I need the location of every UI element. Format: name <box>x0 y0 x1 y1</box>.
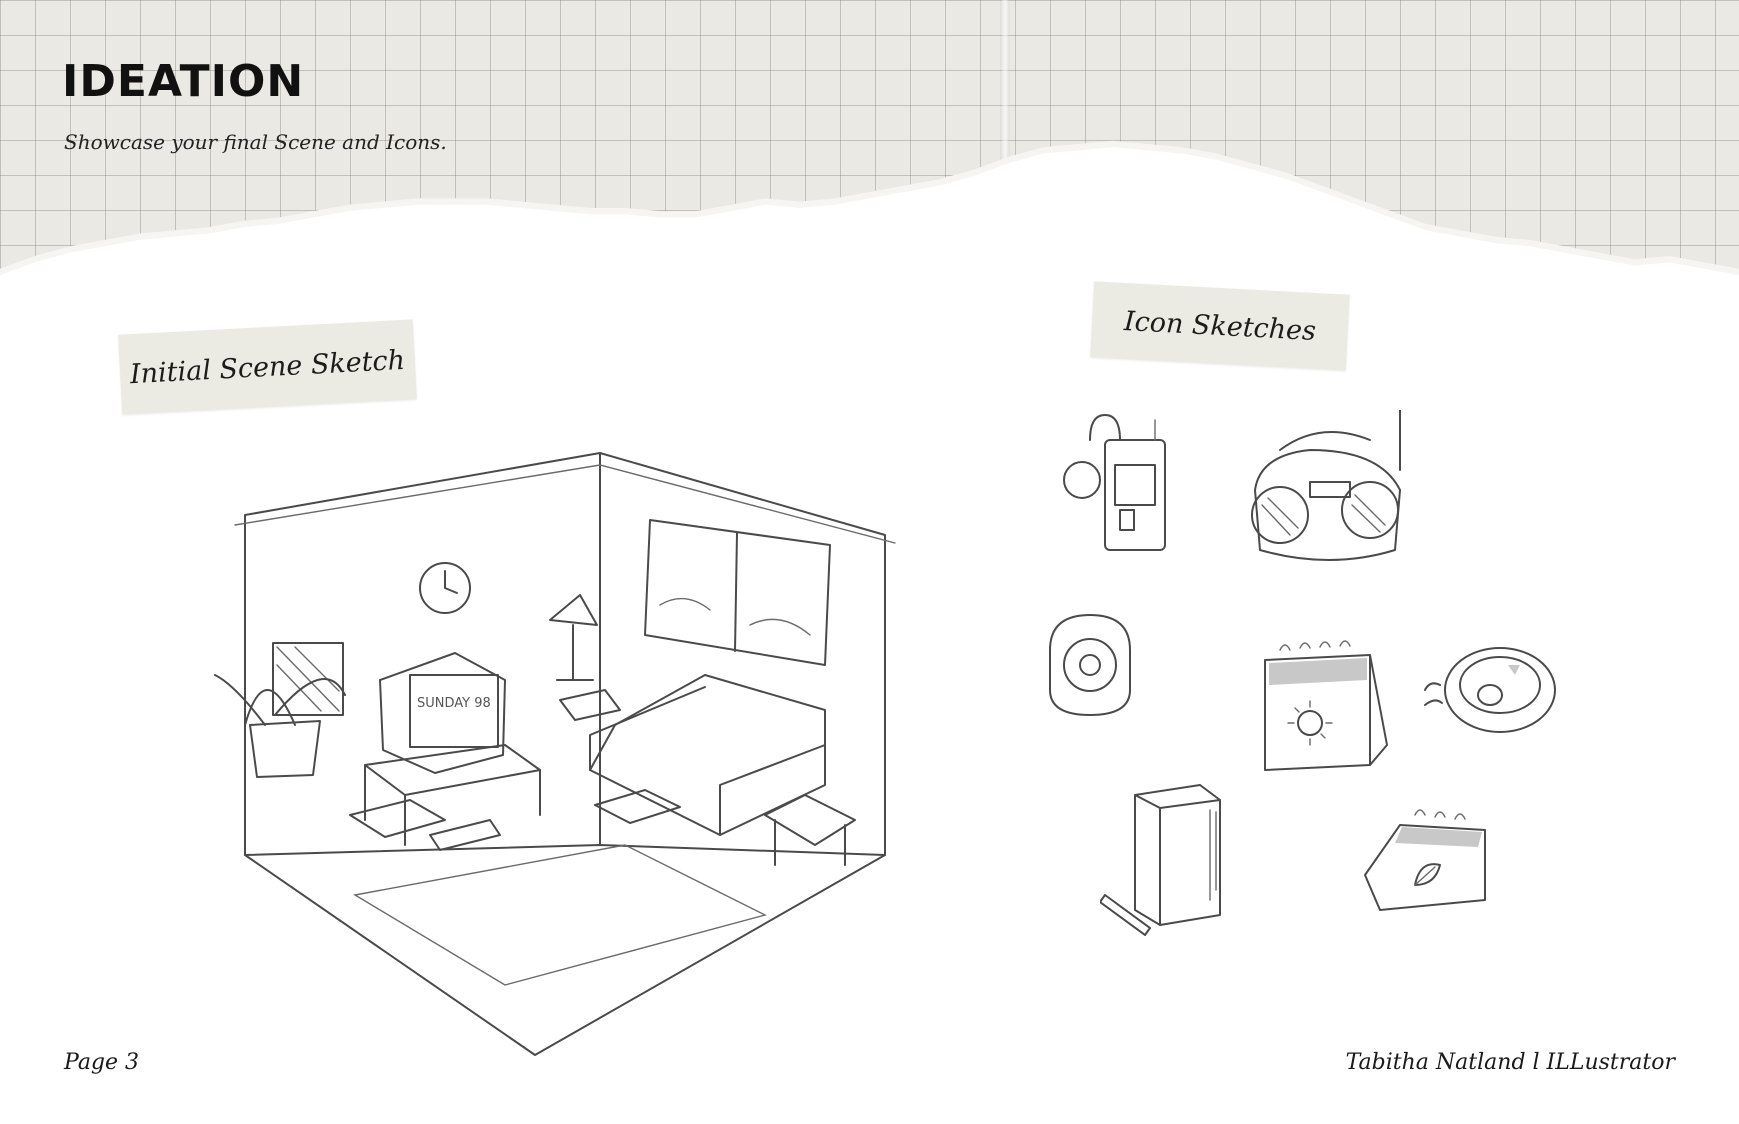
page-subtitle: Showcase your final Scene and Icons. <box>64 130 447 154</box>
speaker-icon <box>1040 610 1140 720</box>
boombox-icon <box>1240 410 1415 580</box>
calendar-sun-icon <box>1255 635 1390 775</box>
cd-player-icon <box>1420 635 1560 745</box>
icons-label-tape: Icon Sketches <box>1090 281 1350 371</box>
icons-label: Icon Sketches <box>1123 305 1317 347</box>
walkman-icon <box>1060 410 1180 580</box>
page-number: Page 3 <box>64 1050 140 1075</box>
scene-label: Initial Scene Sketch <box>129 344 406 390</box>
grid-paper-header <box>0 0 1739 269</box>
book-pen-icon <box>1100 780 1230 940</box>
calendar-leaf-icon <box>1360 795 1500 925</box>
author-credit: Tabitha Natland l ILLustrator <box>1345 1050 1675 1075</box>
page-title: IDEATION <box>62 56 305 107</box>
scene-label-tape: Initial Scene Sketch <box>118 319 417 415</box>
scene-sketch-image: SUNDAY 98 <box>205 425 945 1065</box>
tv-screen-text: SUNDAY 98 <box>417 696 491 711</box>
icon-sketches-group <box>1049 410 1680 950</box>
